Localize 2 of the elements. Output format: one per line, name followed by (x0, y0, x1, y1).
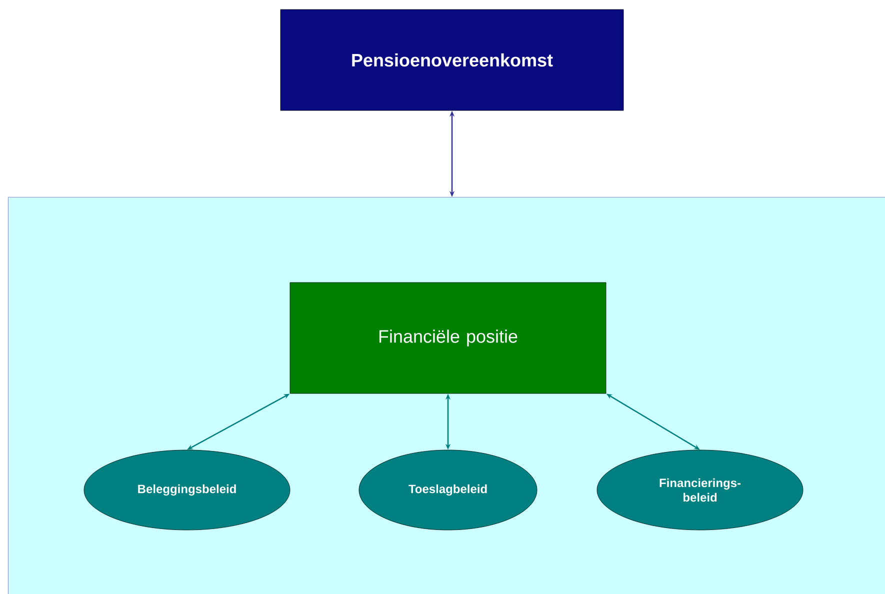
process-box: Financiële positie (290, 282, 606, 394)
title-box: Pensioenovereenkomst (280, 9, 624, 111)
